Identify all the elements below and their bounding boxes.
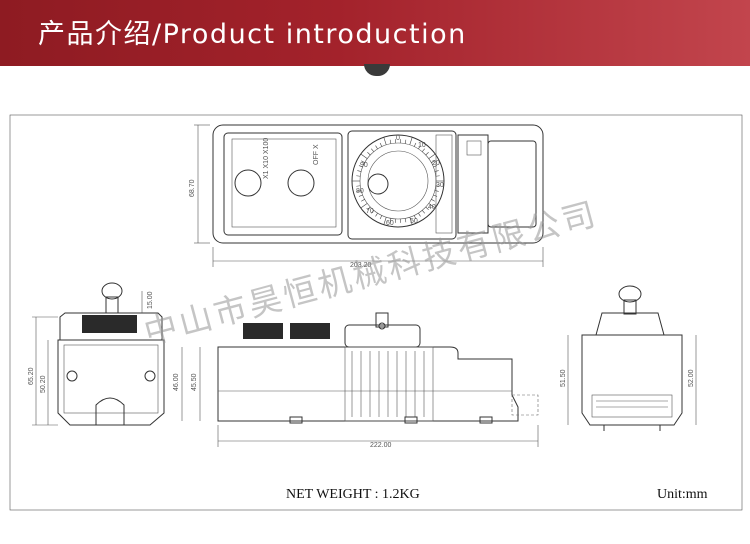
dial-tick bbox=[433, 165, 438, 168]
dial-tick bbox=[435, 185, 440, 187]
dial-tick bbox=[404, 218, 407, 223]
dial-label-9: 90 bbox=[360, 162, 368, 169]
dial-tick bbox=[428, 203, 436, 209]
dial-tick bbox=[409, 137, 413, 145]
dim-side-body: 50.20 bbox=[40, 375, 47, 393]
dim-front-width: 222.00 bbox=[370, 442, 392, 449]
dial-tick bbox=[370, 148, 375, 152]
dial-tick bbox=[413, 215, 417, 220]
dial-tick bbox=[383, 217, 387, 225]
dim-front-height1: 46.00 bbox=[173, 373, 180, 391]
dial-tick bbox=[404, 139, 407, 144]
dial-tick bbox=[357, 190, 362, 192]
dim-knob: 15.00 bbox=[147, 291, 154, 309]
dial-tick bbox=[383, 137, 387, 145]
dial-tick bbox=[379, 142, 383, 147]
dim-top-height: 68.70 bbox=[189, 179, 196, 197]
title-banner: 产品介绍/Product introduction bbox=[0, 0, 750, 66]
dim-right-height2: 52.00 bbox=[688, 369, 695, 387]
dial-tick bbox=[421, 148, 426, 152]
dim-top-width: 203.20 bbox=[350, 262, 372, 269]
front-view: 222.00 46.00 45.50 bbox=[173, 312, 539, 449]
dial-tick bbox=[357, 170, 362, 172]
dim-side-total: 65.20 bbox=[28, 367, 35, 385]
dial-label-6: 60 bbox=[386, 220, 394, 227]
dial-tick bbox=[379, 215, 383, 220]
dial-tick bbox=[361, 199, 365, 202]
dial-tick bbox=[418, 145, 421, 150]
dial-label-5: 50 bbox=[410, 218, 418, 225]
dial-tick bbox=[360, 203, 368, 209]
dial-tick bbox=[421, 210, 426, 214]
left-side-view: 65.20 50.20 15.00 bbox=[28, 282, 165, 426]
dial-tick bbox=[431, 160, 435, 163]
dial-tick bbox=[358, 165, 363, 168]
dial-tick bbox=[375, 212, 378, 217]
dim-right-height1: 51.50 bbox=[560, 369, 567, 387]
dial-label-4: 40 bbox=[428, 204, 436, 211]
dial-tick bbox=[375, 145, 378, 150]
dial-tick bbox=[433, 194, 438, 197]
page-title: 产品介绍/Product introduction bbox=[38, 19, 467, 50]
dial-label-2: 20 bbox=[432, 160, 440, 167]
dial-tick bbox=[367, 152, 371, 156]
dial-tick bbox=[431, 199, 435, 202]
dial-tick bbox=[367, 206, 371, 210]
dial-tick bbox=[358, 194, 363, 197]
top-view: X1 X10 X100 OFF X 0 10 20 30 40 50 60 70… bbox=[189, 124, 544, 269]
right-side-view: 51.50 52.00 bbox=[560, 285, 697, 431]
dial-tick bbox=[418, 212, 421, 217]
dial-tick bbox=[434, 190, 439, 192]
dial-tick bbox=[356, 185, 361, 187]
dial-label-8: 80 bbox=[356, 188, 364, 195]
dial-tick bbox=[389, 139, 392, 144]
dial-tick bbox=[361, 160, 365, 163]
dial-tick bbox=[389, 218, 392, 223]
dial-tick bbox=[434, 170, 439, 172]
dial-label-7: 70 bbox=[366, 208, 374, 215]
dial-label-1: 10 bbox=[418, 142, 426, 149]
dial-tick bbox=[356, 175, 361, 177]
dial-tick bbox=[413, 142, 417, 147]
dim-front-height2: 45.50 bbox=[191, 373, 198, 391]
banner-notch bbox=[364, 64, 390, 76]
dial-tick bbox=[409, 217, 413, 225]
svg-text:OFF X: OFF X bbox=[313, 144, 320, 165]
dial-tick bbox=[360, 153, 368, 159]
dial-label-3: 30 bbox=[436, 182, 444, 189]
dial-tick bbox=[425, 152, 429, 156]
dial-tick bbox=[425, 206, 429, 210]
svg-text:X1 X10 X100: X1 X10 X100 bbox=[263, 138, 270, 179]
net-weight-label: NET WEIGHT : 1.2KG bbox=[286, 487, 420, 502]
technical-drawing: X1 X10 X100 OFF X 0 10 20 30 40 50 60 70… bbox=[9, 114, 743, 511]
dial-tick bbox=[435, 175, 440, 177]
unit-label: Unit:mm bbox=[657, 487, 708, 502]
dial-tick bbox=[370, 210, 375, 214]
dial-label-0: 0 bbox=[396, 135, 400, 142]
dial-tick bbox=[428, 153, 436, 159]
